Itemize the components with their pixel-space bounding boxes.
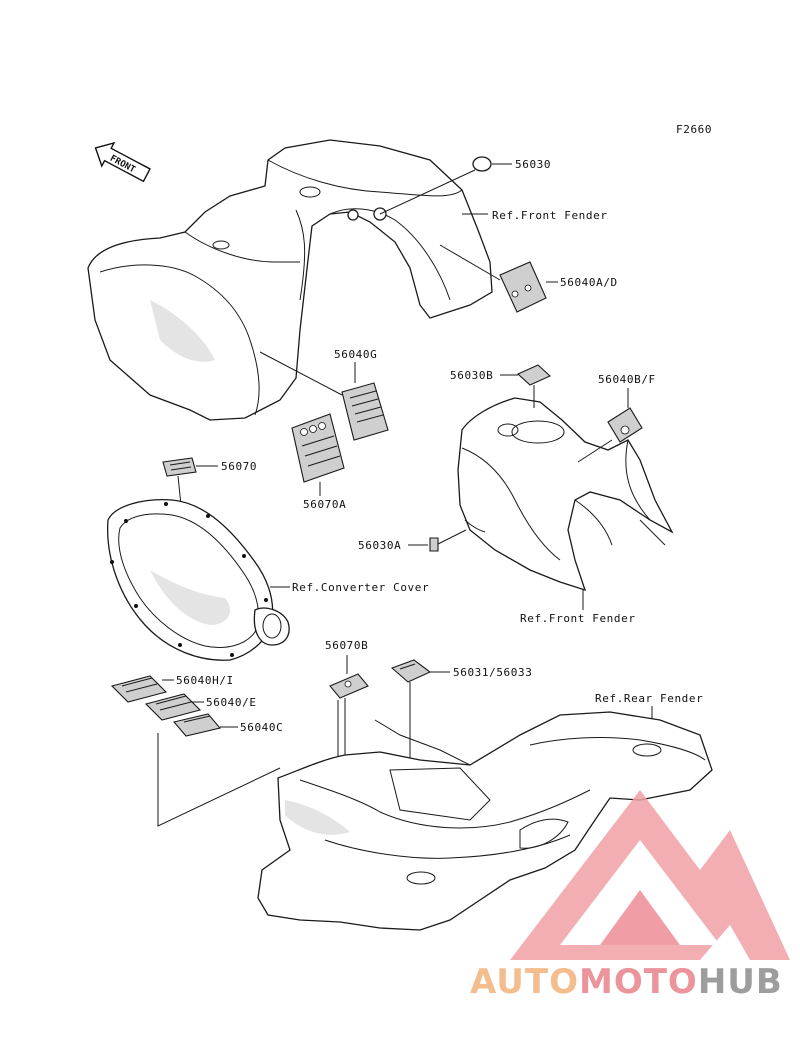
callout-ref-converter-cover: Ref.Converter Cover [292,581,429,594]
rear-fender [257,711,713,931]
decal-56040g [341,382,389,441]
callout-ref-front-fender-mid: Ref.Front Fender [520,612,636,625]
decal-56070 [162,457,197,477]
callout-ref-front-fender-top: Ref.Front Fender [492,209,608,222]
automotohub-logo: AUTOMOTOHUB [470,790,790,1002]
decal-56040a-d [499,261,547,313]
decal-56070b [329,673,369,699]
svg-text:AUTOMOTOHUB: AUTOMOTOHUB [470,962,783,1002]
decal-56030b [517,364,551,386]
decal-56070a [291,413,345,483]
decal-56031-56033 [390,659,432,683]
callout-56070a: 56070A [303,498,346,511]
callout-56040b-f: 56040B/F [598,373,656,386]
decal-56040-e [144,693,202,721]
decal-56040c [172,713,222,737]
callout-56030b: 56030B [450,369,493,382]
callout-56070b: 56070B [325,639,368,652]
decal-56040b-f [607,407,643,443]
figure-code: F2660 [676,123,712,136]
front-arrow-icon: FRONT [94,141,151,183]
callout-56040a-d: 56040A/D [560,276,618,289]
front-fender-top [87,139,493,421]
callout-56030: 56030 [515,158,551,171]
converter-cover [107,499,290,661]
callout-ref-rear-fender: Ref.Rear Fender [595,692,703,705]
callout-56040g: 56040G [334,348,377,361]
logo-text-hub: HUB [698,962,783,1002]
callout-56070: 56070 [221,460,257,473]
logo-text-auto: AUTO [470,962,579,1002]
logo-text-moto: MOTO [579,962,698,1002]
decal-56040h-i [110,675,168,703]
part-56030-washer [472,156,492,172]
callout-56031-56033: 56031/56033 [453,666,532,679]
decal-56030a [429,537,439,552]
callout-56040-e: 56040/E [206,696,257,709]
front-fender-middle [457,397,674,592]
callout-56040h-i: 56040H/I [176,674,234,687]
callout-56040c: 56040C [240,721,283,734]
callout-56030a: 56030A [358,539,401,552]
